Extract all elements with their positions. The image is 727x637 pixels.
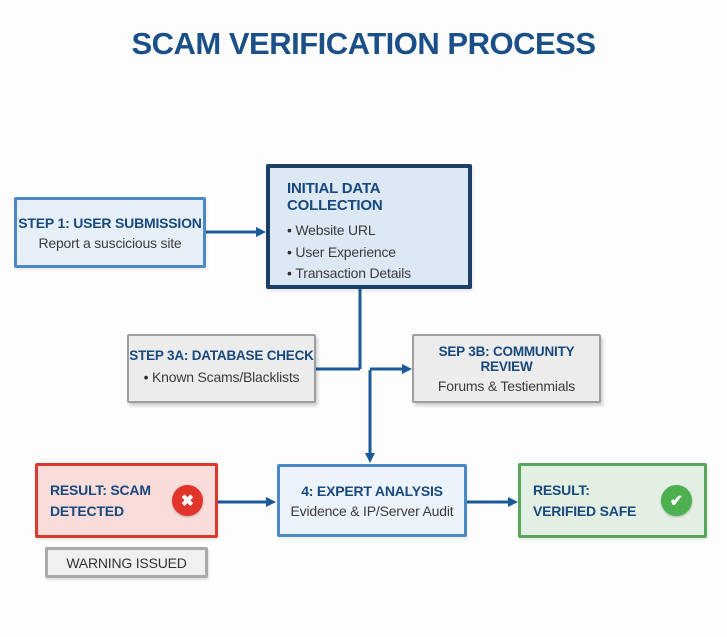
warning-issued-label: WARNING ISSUED bbox=[66, 554, 187, 571]
expert-analysis-subtitle: Evidence & IP/Server Audit bbox=[290, 502, 454, 519]
scam-detected-label: RESULT: SCAM DETECTED bbox=[50, 480, 151, 522]
node-expert-analysis: 4: EXPERT ANALYSIS Evidence & IP/Server … bbox=[277, 464, 467, 537]
step3b-title: SEP 3B: COMMUNITY REVIEW bbox=[438, 343, 575, 374]
node-warning-issued: WARNING ISSUED bbox=[45, 547, 208, 578]
verified-safe-label: RESULT: VERIFIED SAFE bbox=[533, 480, 636, 522]
bullet-item: Transaction Details bbox=[287, 263, 462, 285]
node-step3b-community-review: SEP 3B: COMMUNITY REVIEW Forums & Testie… bbox=[412, 334, 601, 403]
bullet-item: User Experience bbox=[287, 242, 462, 264]
step1-subtitle: Report a suscicious site bbox=[38, 234, 182, 251]
expert-analysis-title: 4: EXPERT ANALYSIS bbox=[301, 482, 443, 499]
node-result-scam-detected: RESULT: SCAM DETECTED ✖ bbox=[35, 463, 218, 538]
step3b-subtitle: Forums & Testienmials bbox=[437, 377, 576, 394]
node-result-verified-safe: RESULT: VERIFIED SAFE ✔ bbox=[518, 463, 707, 538]
data-collection-bullet-list: Website URL User Experience Transaction … bbox=[287, 220, 462, 285]
verified-safe-line1: RESULT: bbox=[533, 481, 590, 498]
step3a-title: STEP 3A: DATABASE CHECK bbox=[129, 348, 314, 364]
node-initial-data-collection: INITIAL DATA COLLECTION Website URL User… bbox=[266, 164, 472, 289]
verified-safe-line2: VERIFIED SAFE bbox=[533, 502, 637, 519]
node-step3a-database-check: STEP 3A: DATABASE CHECK Known Scams/Blac… bbox=[127, 334, 316, 403]
check-glyph: ✔ bbox=[669, 492, 684, 510]
x-circle-icon: ✖ bbox=[172, 485, 203, 516]
x-glyph: ✖ bbox=[180, 492, 195, 510]
check-circle-icon: ✔ bbox=[661, 485, 692, 516]
scam-detected-line1: RESULT: SCAM bbox=[50, 481, 151, 498]
step1-title: STEP 1: USER SUBMISSION bbox=[18, 214, 202, 231]
step3a-bullet: Known Scams/Blacklists bbox=[144, 367, 300, 389]
data-collection-title: INITIAL DATA COLLECTION bbox=[287, 180, 383, 214]
page-title: SCAM VERIFICATION PROCESS bbox=[131, 26, 596, 61]
bullet-item: Website URL bbox=[287, 220, 462, 242]
scam-detected-line2: DETECTED bbox=[50, 502, 124, 519]
node-step1-user-submission: STEP 1: USER SUBMISSION Report a suscici… bbox=[14, 197, 206, 268]
